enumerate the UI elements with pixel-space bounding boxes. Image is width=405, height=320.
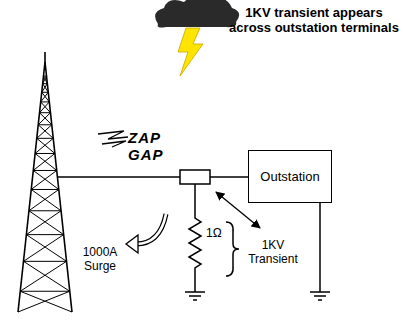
- zap-gap-device: [180, 170, 210, 184]
- zap-marks: [98, 131, 128, 147]
- transient-label: 1KV Transient: [243, 239, 303, 267]
- radio-tower: [18, 52, 72, 312]
- outstation-box: Outstation: [248, 150, 332, 203]
- ground-symbol: [185, 292, 205, 300]
- zap-gap-label: ZAP GAP: [128, 129, 198, 164]
- lightning-bolt: [178, 28, 203, 76]
- signal-wire: [57, 176, 248, 178]
- box-label: Outstation: [260, 169, 319, 184]
- ground-wire: [319, 203, 321, 292]
- heading-note: 1KV transient appears across outstation …: [226, 6, 402, 36]
- brace: [226, 222, 239, 276]
- resistor-symbol: [189, 184, 201, 292]
- surge-label: 1000A Surge: [76, 246, 124, 274]
- storm-cloud: [155, 0, 239, 28]
- ground-symbol: [310, 292, 330, 300]
- resistance-value: 1Ω: [206, 227, 226, 241]
- surge-arrow: [136, 214, 166, 244]
- surge-arrowhead: [126, 235, 138, 253]
- surge-arrow: [136, 214, 166, 244]
